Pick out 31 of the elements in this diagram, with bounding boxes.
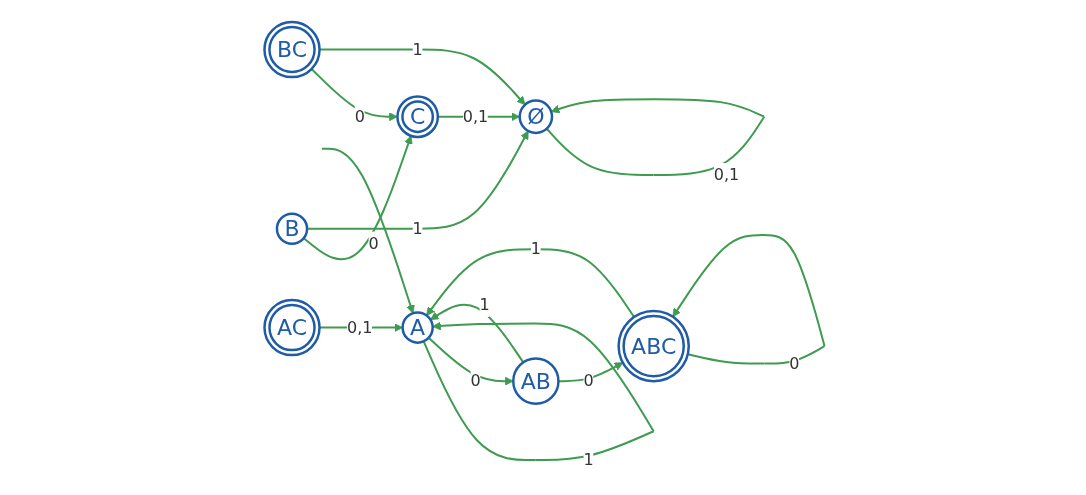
node-circle: BC [262, 21, 321, 79]
edge-label: 0 [583, 371, 594, 391]
node-circle: ABC [617, 310, 690, 383]
node-circle: B [275, 212, 308, 246]
edge-label: 0 [788, 354, 800, 374]
node-circle: AC [262, 299, 321, 357]
node-circle: C [395, 95, 439, 139]
arrow [545, 98, 765, 177]
edge-label: 0,1 [346, 318, 373, 338]
arrow [302, 135, 413, 261]
arrow [425, 248, 635, 319]
arrow [427, 337, 514, 387]
arrow [422, 322, 655, 462]
arrow [429, 304, 524, 364]
edge-label: 1 [530, 239, 541, 259]
edge-label: 0,1 [713, 165, 739, 185]
node-circle: Ø [518, 99, 553, 135]
edge-label: 0 [470, 371, 481, 391]
edge-label: 1 [412, 40, 423, 60]
edge-label: 1 [583, 450, 594, 470]
edge-label: 1 [479, 295, 490, 315]
node-circle: A [401, 311, 434, 345]
edge-label: 0,1 [462, 107, 488, 127]
arrow [672, 234, 826, 366]
edge-label: 0 [354, 107, 365, 127]
arrow [557, 362, 623, 383]
node-circle: AB [511, 357, 560, 406]
edge-label: 1 [412, 219, 423, 239]
edge-label: 0 [368, 234, 379, 253]
arrow [310, 68, 398, 122]
arrow [320, 148, 415, 315]
